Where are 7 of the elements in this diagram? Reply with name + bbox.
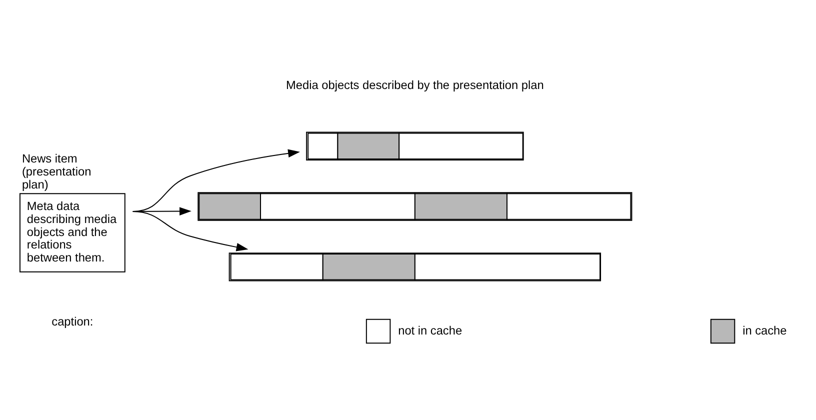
legend-label: not in cache [398, 322, 462, 337]
node-box: Meta data describing media objects and the relations between them. [19, 192, 126, 272]
label: caption: [52, 314, 94, 328]
node-label: News item (presentation plan) [22, 151, 92, 191]
arrow [132, 210, 248, 251]
legend-label: in cache [742, 322, 787, 337]
label: Media objects described by the presentation plan [286, 77, 544, 92]
